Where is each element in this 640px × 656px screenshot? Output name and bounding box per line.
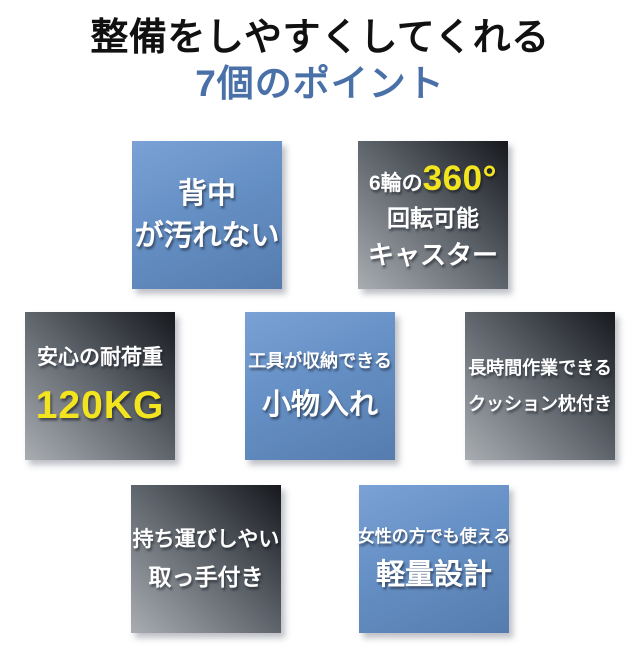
point-box-handle: 持ち運びしやい 取っ手付き <box>131 485 281 634</box>
caster-line3: キャスター <box>367 239 498 270</box>
handle-line2: 取っ手付き <box>148 564 264 591</box>
storage-line1: 工具が収納できる <box>248 351 392 371</box>
back-clean-line1: 背中 <box>177 178 236 211</box>
title-line-2: 7個のポイント <box>195 62 445 104</box>
point-box-load-capacity: 安心の耐荷重 120KG <box>25 312 175 461</box>
point-box-lightweight: 女性の方でも使える 軽量設計 <box>357 485 511 634</box>
back-clean-line2: が汚れない <box>134 220 280 253</box>
points-row-3: 持ち運びしやい 取っ手付き 女性の方でも使える 軽量設計 <box>0 485 640 634</box>
point-box-caster: 6輪の 360° 回転可能 キャスター <box>358 141 508 290</box>
points-row-2: 安心の耐荷重 120KG 工具が収納できる 小物入れ 長時間作業できる クッショ… <box>0 312 640 461</box>
caster-degree-value: 360° <box>422 158 498 198</box>
lightweight-line2: 軽量設計 <box>375 558 492 591</box>
cushion-line2: クッション枕付き <box>468 394 612 415</box>
lightweight-line1: 女性の方でも使える <box>357 526 511 546</box>
caster-line2: 回転可能 <box>387 205 479 231</box>
page-title: 整備をしやすくしてくれる 7個のポイント <box>0 16 640 105</box>
handle-line1: 持ち運びしやい <box>132 527 280 551</box>
cushion-line1: 長時間作業できる <box>468 357 612 378</box>
storage-line2: 小物入れ <box>261 388 378 421</box>
point-box-storage: 工具が収納できる 小物入れ <box>245 312 395 461</box>
title-line-1: 整備をしやすくしてくれる <box>90 17 550 59</box>
point-box-back-clean: 背中 が汚れない <box>132 141 282 290</box>
points-row-1: 背中 が汚れない 6輪の 360° 回転可能 キャスター <box>0 141 640 290</box>
load-capacity-value: 120KG <box>35 384 165 428</box>
point-box-cushion: 長時間作業できる クッション枕付き <box>465 312 615 461</box>
caster-line1-prefix: 6輪の <box>368 171 423 195</box>
load-capacity-line1: 安心の耐荷重 <box>37 345 163 369</box>
caster-line1: 6輪の 360° <box>368 158 498 199</box>
